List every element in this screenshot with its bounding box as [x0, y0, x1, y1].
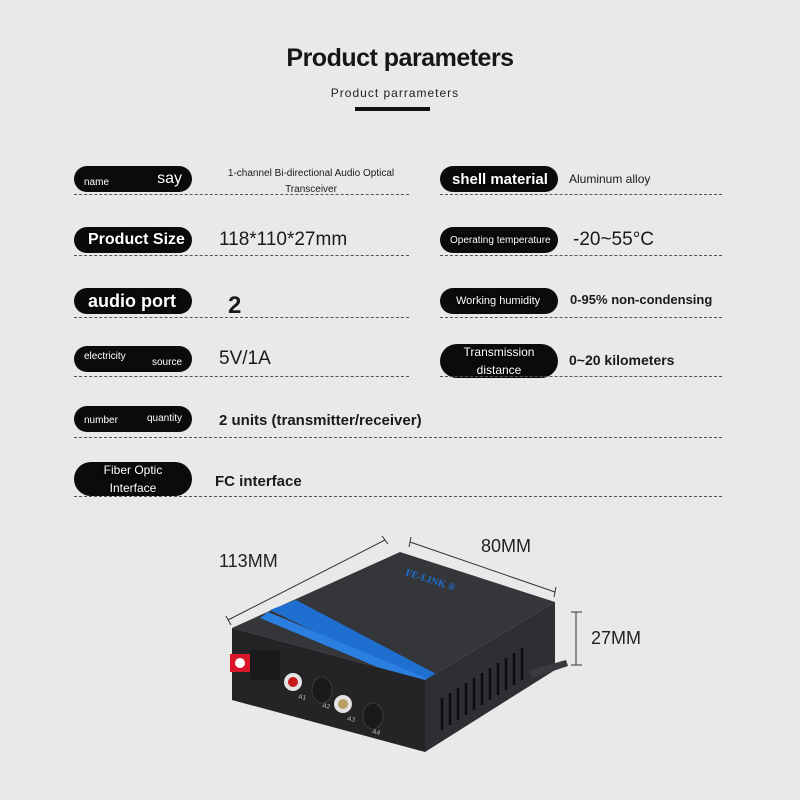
param-fiber-optic-interface-value: FC interface	[215, 473, 302, 490]
param-electricity-value: 5V/1A	[219, 348, 271, 369]
param-transmission-distance-value: 0~20 kilometers	[569, 352, 675, 368]
dimension-width-line	[409, 541, 556, 593]
param-name-divider	[74, 194, 409, 195]
param-transmission-distance-label-text: Transmission distance	[463, 345, 535, 377]
param-audio-port-label: audio port	[74, 288, 192, 314]
param-number-quantity-label: number quantity	[74, 406, 192, 432]
param-name-label: name say	[74, 166, 192, 192]
param-operating-temperature-value: -20~55°C	[573, 229, 655, 250]
param-fiber-optic-interface-label-text: Fiber Optic Interface	[103, 463, 163, 495]
page-title: Product parameters	[286, 44, 514, 72]
param-working-humidity-label: Working humidity	[440, 288, 558, 314]
param-electricity-label-left: electricity	[84, 350, 126, 362]
param-shell-material-value: Aluminum alloy	[569, 172, 651, 186]
svg-text:A1: A1	[297, 693, 307, 702]
param-number-quantity-value: 2 units (transmitter/receiver)	[219, 412, 422, 429]
param-electricity-label: electricity source	[74, 346, 192, 372]
svg-text:A2: A2	[321, 702, 331, 711]
param-operating-temperature-divider	[440, 255, 722, 256]
device-illustration: FE-LINK ® A1 A2 A3 A4	[225, 535, 582, 752]
dimension-height-label: 27MM	[591, 628, 642, 648]
dimension-length-label: 113MM	[219, 551, 278, 571]
dimension-lines	[225, 535, 582, 666]
device-mounting-ear	[530, 660, 568, 678]
param-working-humidity-label-text: Working humidity	[456, 294, 541, 307]
title-underline	[355, 107, 430, 111]
svg-text:A4: A4	[371, 728, 381, 737]
param-fiber-optic-interface-label: Fiber Optic Interface	[74, 462, 192, 496]
param-shell-material-label-text: shell material	[452, 170, 548, 188]
param-operating-temperature-label: Operating temperature	[440, 227, 558, 253]
device-top-face	[232, 552, 555, 680]
param-transmission-distance-divider	[440, 376, 722, 377]
param-electricity-label-right: source	[151, 356, 182, 368]
param-number-quantity-divider	[74, 437, 722, 438]
param-number-quantity-label-left: number	[84, 415, 118, 426]
param-electricity-divider	[74, 376, 409, 377]
dimension-length-line	[227, 539, 386, 621]
param-transmission-distance-label: Transmission distance	[440, 344, 558, 378]
param-fiber-optic-interface-divider	[74, 496, 722, 497]
param-product-size-divider	[74, 255, 409, 256]
param-name-label-right: say	[157, 170, 182, 187]
device-port-a4	[362, 702, 384, 730]
param-working-humidity-value: 0-95% non-condensing	[570, 292, 713, 307]
device-port-a2	[311, 676, 333, 704]
param-operating-temperature-label-text: Operating temperature	[450, 234, 551, 246]
dimension-width-label: 80MM	[481, 536, 532, 556]
svg-text:A3: A3	[346, 715, 356, 724]
param-working-humidity-divider	[440, 317, 722, 318]
param-shell-material-divider	[440, 194, 722, 195]
param-audio-port-label-text: audio port	[88, 290, 176, 311]
param-product-size-label-text: Product Size	[88, 231, 185, 248]
param-name-value: 1-channel Bi-directional Audio Optical T…	[227, 168, 395, 195]
device-side-vents	[440, 648, 524, 730]
param-shell-material-label: shell material	[440, 166, 558, 192]
param-audio-port-divider	[74, 317, 409, 318]
param-product-size-label: Product Size	[74, 227, 192, 253]
device-blue-stripe	[270, 600, 442, 685]
page-subtitle: Product parrameters	[330, 86, 460, 100]
param-name-label-left: name	[84, 176, 110, 188]
param-number-quantity-label-right: quantity	[146, 413, 182, 424]
param-product-size-value: 118*110*27mm	[219, 229, 348, 250]
param-audio-port-value: 2	[228, 292, 242, 319]
